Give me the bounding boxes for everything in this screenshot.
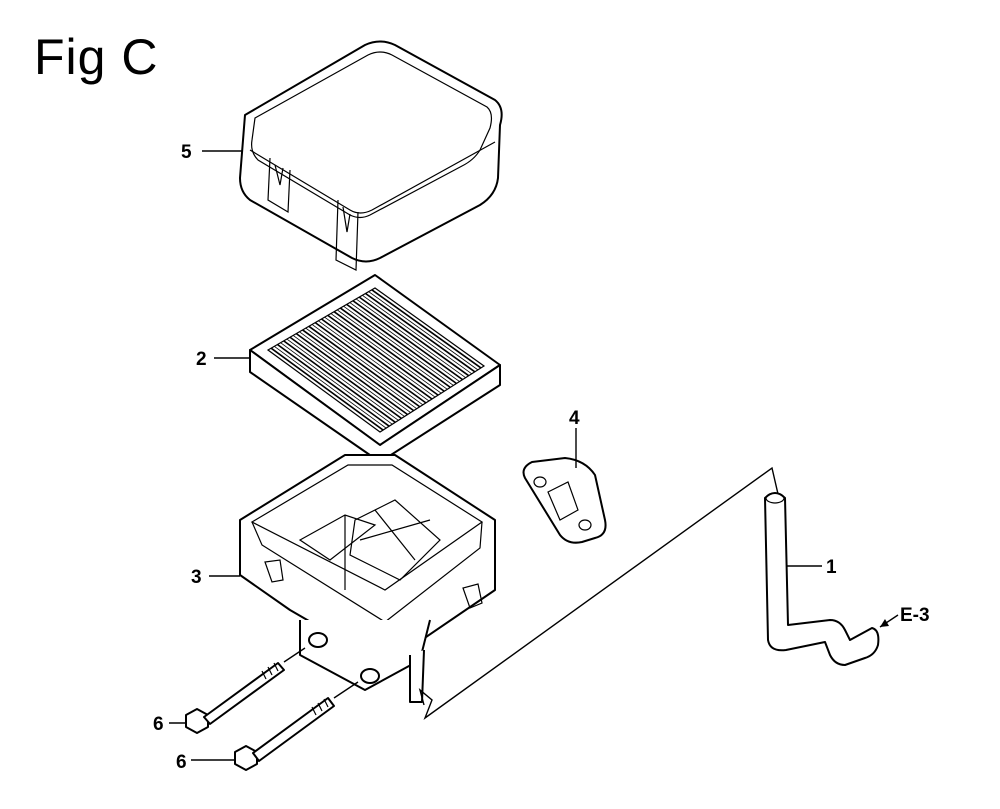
pleat-line <box>276 343 390 427</box>
gasket <box>522 457 607 544</box>
pleat-line <box>346 303 457 385</box>
callout-6-lower: 6 <box>176 752 187 773</box>
pleat-line <box>283 340 396 423</box>
callout-3: 3 <box>191 567 202 588</box>
pleat-line <box>327 314 439 396</box>
callout-4: 4 <box>569 408 580 429</box>
pleat-line <box>270 347 384 431</box>
pleat-line <box>352 300 464 381</box>
pleat-line <box>302 329 415 412</box>
reference-label: E-3 <box>900 605 930 626</box>
pleat-line <box>339 307 451 389</box>
pleat-line <box>330 313 442 394</box>
pleat-line <box>337 309 448 390</box>
callout-2: 2 <box>196 349 207 370</box>
breather-tube <box>764 492 880 666</box>
figure-title: Fig C <box>34 29 159 85</box>
reference-arrow-icon <box>880 619 889 627</box>
flange-bolt-upper <box>185 647 306 734</box>
pleat-line <box>311 324 424 406</box>
pleat-line <box>308 325 421 408</box>
pleat-line <box>349 302 460 382</box>
pleat-line <box>292 335 405 417</box>
pleat-line <box>324 316 436 398</box>
air-cleaner-cover <box>239 40 503 271</box>
pleat-line <box>358 296 470 377</box>
pleat-line <box>362 294 472 375</box>
pleat-line <box>371 289 482 369</box>
pleat-line <box>299 331 411 413</box>
callout-6-upper: 6 <box>153 714 164 735</box>
pleat-line <box>314 321 427 404</box>
element-pleats <box>270 289 482 431</box>
flange-bolt-lower <box>234 681 359 771</box>
pleat-line <box>280 342 393 425</box>
pleat-line <box>365 292 476 373</box>
pleat-line <box>295 332 409 416</box>
pleat-line <box>368 291 479 371</box>
pleat-line <box>274 346 387 429</box>
callout-1: 1 <box>826 557 837 578</box>
air-cleaner-case <box>239 454 496 703</box>
pleat-line <box>318 320 430 402</box>
pleat-line <box>321 318 433 400</box>
pleat-line <box>305 327 417 410</box>
air-cleaner-element <box>249 274 501 463</box>
callout-5: 5 <box>181 142 192 163</box>
pleat-line <box>343 305 454 386</box>
pleat-line <box>289 336 402 420</box>
pleat-line <box>333 311 445 392</box>
pleat-line <box>355 298 466 378</box>
pleat-line <box>286 338 399 421</box>
connection-line <box>418 466 779 720</box>
